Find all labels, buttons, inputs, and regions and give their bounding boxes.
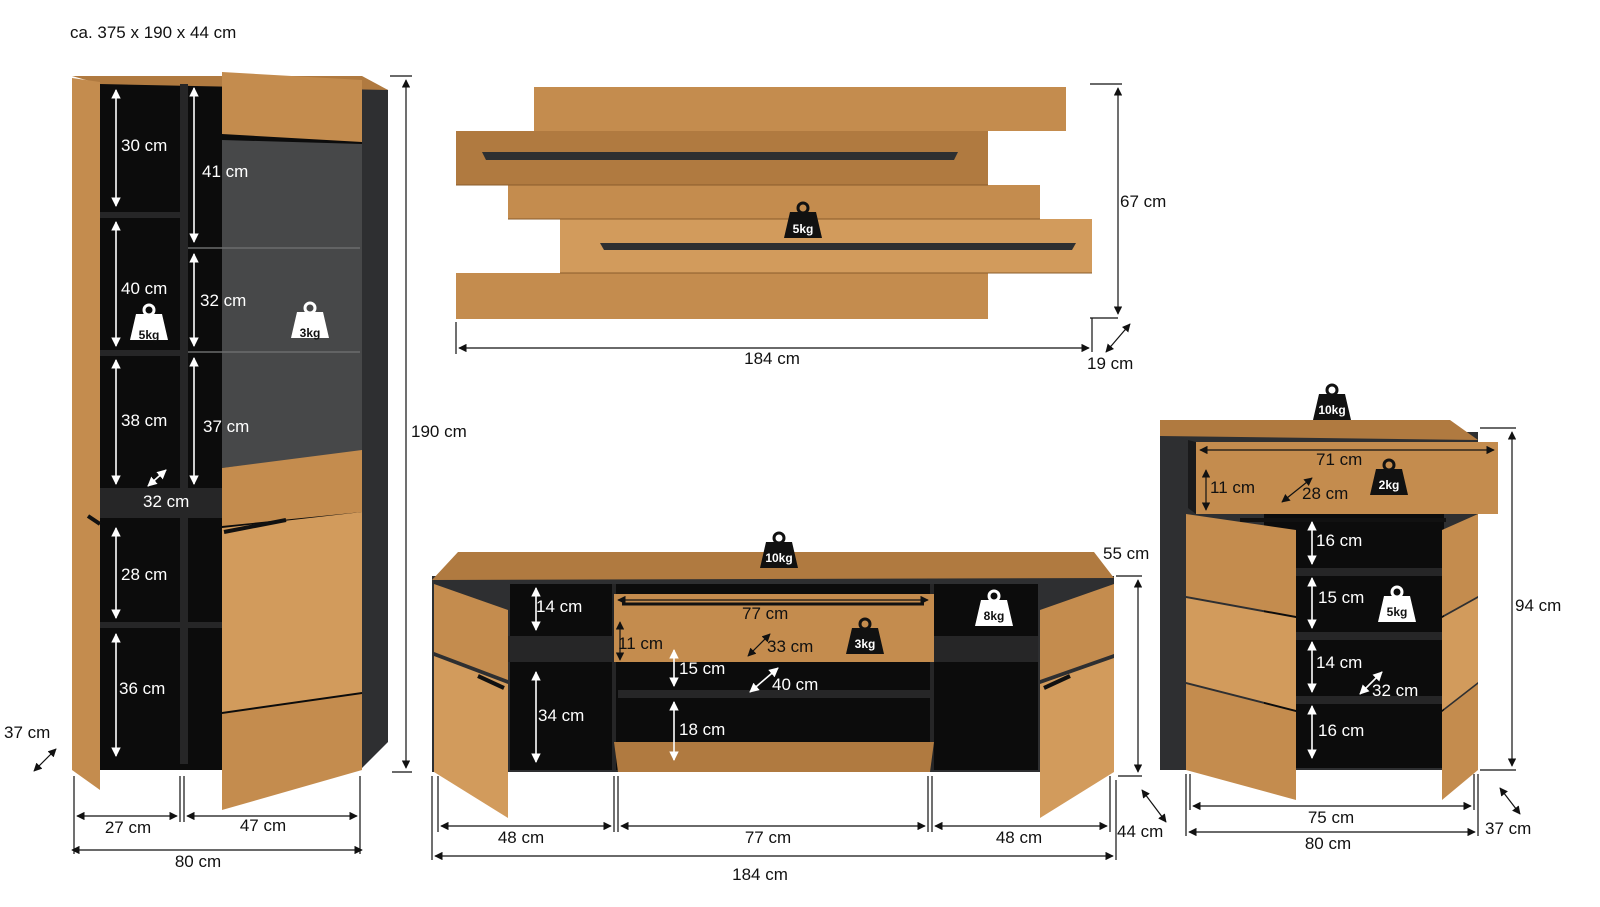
vitrine-left-compartment-3: 38 cm xyxy=(121,411,167,430)
vitrine-width-left-label: 27 cm xyxy=(105,818,151,837)
wall-panel: 5kg xyxy=(456,87,1092,319)
vitrine-left-compartment-5: 36 cm xyxy=(119,679,165,698)
wall-panel-width-label: 184 cm xyxy=(744,349,800,368)
tv-board-load-right: 8kg xyxy=(984,609,1005,623)
sideboard-compartment-3: 14 cm xyxy=(1316,653,1362,672)
tv-board-width-right-label: 48 cm xyxy=(996,828,1042,847)
tv-board-middle-compartment-1: 15 cm xyxy=(679,659,725,678)
tv-board-inner-dimensions: 14 cm 34 cm 77 cm 11 cm 33 cm 15 cm 18 c… xyxy=(531,531,1015,763)
vitrine-depth-label: 37 cm xyxy=(4,723,50,742)
vitrine-width-total-label: 80 cm xyxy=(175,852,221,871)
sideboard-load-top: 10kg xyxy=(1318,403,1345,417)
tv-board-load-drawer: 3kg xyxy=(855,637,876,651)
vitrine-right-compartment-2: 32 cm xyxy=(200,291,246,310)
vitrine-left-compartment-1: 30 cm xyxy=(121,136,167,155)
sideboard-width-inner-label: 75 cm xyxy=(1308,808,1354,827)
tv-board-height-label: 55 cm xyxy=(1103,544,1149,563)
sideboard-compartment-4: 16 cm xyxy=(1318,721,1364,740)
vitrine-right-compartment-3: 37 cm xyxy=(203,417,249,436)
vitrine-width-right-label: 47 cm xyxy=(240,816,286,835)
sideboard xyxy=(1160,420,1498,800)
tv-board-width-left-label: 48 cm xyxy=(498,828,544,847)
tv-board-load-top: 10kg xyxy=(765,551,792,565)
tv-board-drawer-width: 77 cm xyxy=(742,604,788,623)
vitrine-left-compartment-2: 40 cm xyxy=(121,279,167,298)
tv-board-outer-dimensions: 55 cm 44 cm 48 cm 77 cm 48 cm 184 cm xyxy=(431,544,1167,884)
sideboard-drawer-height: 11 cm xyxy=(1210,478,1255,497)
sideboard-height-label: 94 cm xyxy=(1515,596,1561,615)
tv-board-drawer-height: 11 cm xyxy=(618,634,663,653)
tv-board-middle-depth: 40 cm xyxy=(772,675,818,694)
tv-board-width-total-label: 184 cm xyxy=(732,865,788,884)
wall-panel-load: 5kg xyxy=(793,222,814,236)
wall-panel-depth-label: 19 cm xyxy=(1087,354,1133,373)
tv-board-drawer-depth: 33 cm xyxy=(767,637,813,656)
sideboard-outer-dimensions: 94 cm 37 cm 75 cm 80 cm xyxy=(1185,427,1561,853)
overall-size-label: ca. 375 x 190 x 44 cm xyxy=(70,23,236,42)
sideboard-drawer-width: 71 cm xyxy=(1316,450,1362,469)
tv-board-depth-label: 44 cm xyxy=(1117,822,1163,841)
sideboard-depth-label: 37 cm xyxy=(1485,819,1531,838)
sideboard-width-total-label: 80 cm xyxy=(1305,834,1351,853)
wall-panel-height-label: 67 cm xyxy=(1120,192,1166,211)
vitrine-load-left: 5kg xyxy=(139,328,160,342)
tv-board-width-middle-label: 77 cm xyxy=(745,828,791,847)
sideboard-inner-dimensions: 71 cm 11 cm 28 cm 16 cm 15 cm 14 cm 32 c… xyxy=(1199,383,1495,759)
vitrine-left-compartment-4: 28 cm xyxy=(121,565,167,584)
sideboard-load-shelf: 5kg xyxy=(1387,605,1408,619)
vitrine-inner-depth: 32 cm xyxy=(143,492,189,511)
tv-board-left-compartment-2: 34 cm xyxy=(538,706,584,725)
tv-board-left-compartment-1: 14 cm xyxy=(536,597,582,616)
vitrine-height-label: 190 cm xyxy=(411,422,467,441)
sideboard-drawer-depth: 28 cm xyxy=(1302,484,1348,503)
vitrine-right-compartment-1: 41 cm xyxy=(202,162,248,181)
vitrine-inner-dimensions: 30 cm 40 cm 38 cm 28 cm 36 cm 41 cm 32 c… xyxy=(111,87,331,757)
sideboard-compartment-2: 15 cm xyxy=(1318,588,1364,607)
sideboard-inner-depth: 32 cm xyxy=(1372,681,1418,700)
sideboard-load-drawer: 2kg xyxy=(1379,478,1400,492)
vitrine-outer-dimensions: 190 cm 37 cm 27 cm 47 cm 80 cm xyxy=(4,75,467,871)
vitrine-load-right: 3kg xyxy=(300,326,321,340)
wall-panel-dimensions: 67 cm 184 cm 19 cm xyxy=(455,83,1166,373)
tv-board-middle-compartment-2: 18 cm xyxy=(679,720,725,739)
sideboard-compartment-1: 16 cm xyxy=(1316,531,1362,550)
vitrine-cabinet xyxy=(72,72,388,810)
